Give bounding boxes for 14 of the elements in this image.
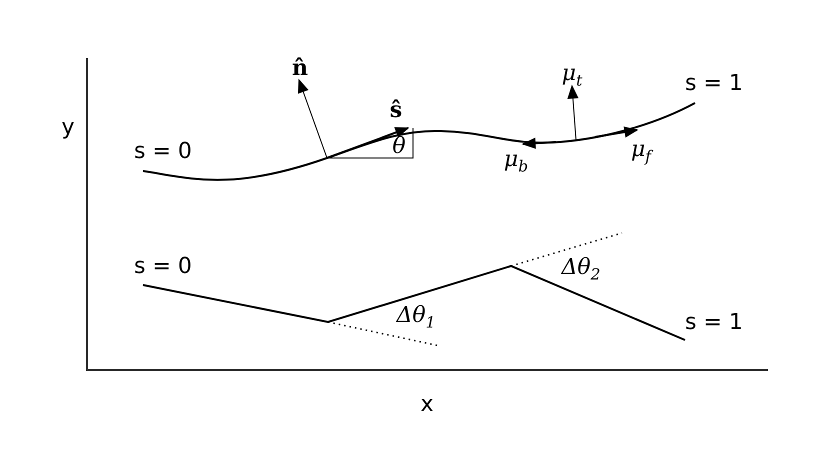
angle-label: Δθ$_{2}$ (562, 257, 600, 283)
angle-label: Δθ$_{1}$ (396, 305, 436, 331)
angle-label: θ (392, 136, 406, 158)
axis-label: y (61, 117, 75, 139)
curve-end-label: s = 1 (685, 73, 743, 95)
curve-end-label: s = 1 (685, 312, 743, 334)
curve-end-label: s = 0 (134, 141, 192, 163)
force-label: μ$_{f}$ (631, 139, 651, 165)
force-label: μ$_{b}$ (504, 149, 528, 175)
vector-label: n̂ (292, 57, 308, 79)
curve-end-label: s = 0 (134, 256, 192, 278)
vector-label: ŝ (390, 99, 402, 121)
axis-label: x (420, 394, 434, 416)
force-label: μ$_{t}$ (562, 63, 582, 89)
